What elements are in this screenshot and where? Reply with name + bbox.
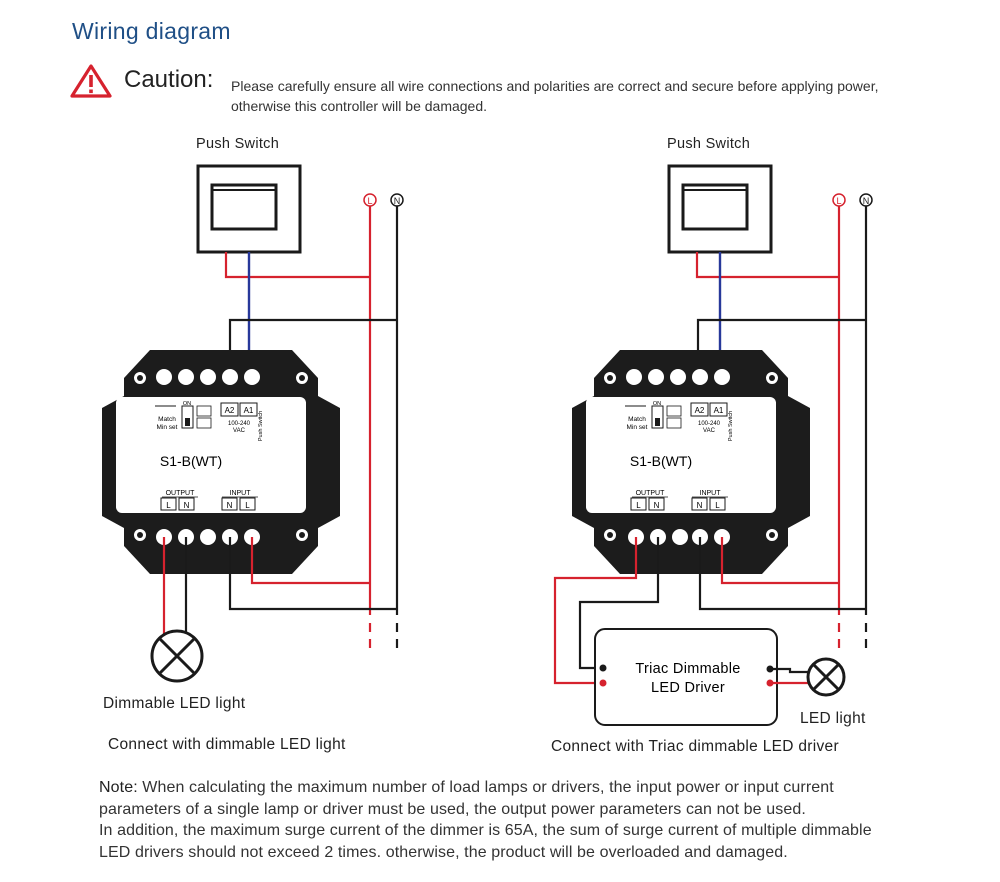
page-title: Wiring diagram <box>72 18 231 44</box>
right-lamp-icon <box>806 657 846 697</box>
left-diagram: L N <box>102 164 404 683</box>
right-vac2-label: VAC <box>703 428 716 434</box>
left-match-label: Match <box>158 416 176 423</box>
right-neutral-label: N <box>863 196 870 206</box>
right-minset-label: Min set <box>627 424 648 431</box>
right-model-label: S1-B(WT) <box>630 453 692 469</box>
right-live-label: L <box>836 196 841 206</box>
right-lamp-label: LED light <box>800 710 866 727</box>
note-label: Note: <box>99 779 138 796</box>
left-a1-label: A1 <box>244 406 254 415</box>
left-output-label: OUTPUT <box>166 490 196 497</box>
right-in-l-label: L <box>715 501 720 510</box>
right-a2-label: A2 <box>695 406 705 415</box>
right-match-label: Match <box>628 416 646 423</box>
right-controller-icon: Match Min set ON A2 A1 100-240 VAC Push … <box>572 350 810 574</box>
right-in-n-label: N <box>697 501 703 510</box>
right-live-terminal-icon: L <box>832 193 846 207</box>
right-caption: Connect with Triac dimmable LED driver <box>551 738 839 755</box>
note-line-4: LED drivers should not exceed 2 times. o… <box>99 843 788 861</box>
left-input-label: INPUT <box>230 490 252 497</box>
left-lamp-label: Dimmable LED light <box>103 695 246 712</box>
right-diagram: L N <box>553 164 873 726</box>
left-in-n-label: N <box>227 501 233 510</box>
left-a2-label: A2 <box>225 406 235 415</box>
left-neutral-terminal-icon: N <box>390 193 404 207</box>
left-in-l-label: L <box>245 501 250 510</box>
right-input-label: INPUT <box>700 490 722 497</box>
right-out-n-label: N <box>654 501 660 510</box>
left-push-switch-label: Push Switch <box>196 136 280 152</box>
note-line-1-text: When calculating the maximum number of l… <box>137 779 834 796</box>
left-neutral-label: N <box>394 196 401 206</box>
left-live-label: L <box>367 196 372 206</box>
left-controller-icon: Match Min set ON A2 A1 100-240 VAC Push … <box>102 350 340 574</box>
note-line-1: Note: When calculating the maximum numbe… <box>99 777 959 799</box>
right-on-label: ON <box>653 401 661 407</box>
left-push-switch-icon <box>196 164 302 254</box>
right-output-label: OUTPUT <box>636 490 666 497</box>
right-a1-label: A1 <box>714 406 724 415</box>
left-caption: Connect with dimmable LED light <box>108 736 346 753</box>
left-lamp-icon <box>150 629 204 683</box>
caution-label: Caution: <box>124 66 214 93</box>
note-line-2: parameters of a single lamp or driver mu… <box>99 800 806 818</box>
caution-text: Please carefully ensure all wire connect… <box>231 76 931 116</box>
left-vac2-label: VAC <box>233 428 246 434</box>
left-model-label: S1-B(WT) <box>160 453 222 469</box>
left-out-l-label: L <box>166 501 171 510</box>
left-on-label: ON <box>183 401 191 407</box>
caution-line-2: otherwise this controller will be damage… <box>231 98 488 114</box>
left-push-vertical-label: Push Switch <box>258 411 264 441</box>
left-minset-label: Min set <box>157 424 178 431</box>
left-live-terminal-icon: L <box>363 193 377 207</box>
left-out-n-label: N <box>184 501 190 510</box>
right-out-l-label: L <box>636 501 641 510</box>
right-push-switch-icon <box>667 164 773 254</box>
right-push-switch-label: Push Switch <box>667 136 751 152</box>
right-driver-icon: Triac Dimmable LED Driver <box>594 628 778 726</box>
note-line-3: In addition, the maximum surge current o… <box>99 822 872 839</box>
right-neutral-terminal-icon: N <box>859 193 873 207</box>
driver-line-1: Triac Dimmable <box>635 661 740 677</box>
caution-line-1: Please carefully ensure all wire connect… <box>231 78 879 94</box>
note-block: Note: When calculating the maximum numbe… <box>99 777 959 863</box>
left-vac-label: 100-240 <box>228 421 251 427</box>
right-push-vertical-label: Push Switch <box>728 411 734 441</box>
right-vac-label: 100-240 <box>698 421 721 427</box>
driver-line-2: LED Driver <box>651 680 725 696</box>
warning-icon <box>70 64 112 98</box>
